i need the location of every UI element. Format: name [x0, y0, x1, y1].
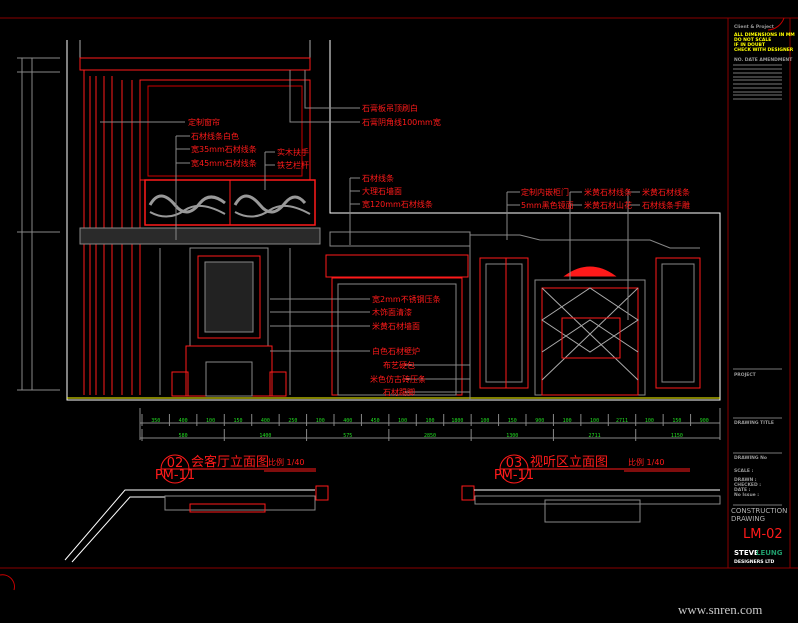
note: IF IN DOUBT	[734, 42, 766, 48]
plan-section-left	[64, 485, 329, 563]
label: 定制内嵌柜门	[521, 187, 569, 197]
elevation-title-02: 02 PM-11 会客厅立面图 比例 1/40	[155, 454, 316, 484]
label: 宽2mm不锈钢压条	[372, 294, 441, 304]
label: 大理石墙面	[362, 186, 402, 196]
label: 5mm黑色镜面	[521, 200, 574, 210]
drawing-title-label: DRAWING TITLE	[734, 420, 774, 426]
label: 米黄石材线条	[642, 187, 690, 197]
project-label: PROJECT	[734, 372, 757, 378]
label: 实木扶手	[277, 147, 309, 157]
dimension-value: 1400	[259, 433, 271, 439]
middle-elevation	[325, 231, 471, 400]
label: 石材线条手雕	[642, 200, 690, 210]
revision-header: NO. DATE AMENDMENT	[734, 57, 793, 63]
brand-logo-b: LEUNG	[756, 549, 783, 557]
label-curtain: 定制窗帘	[188, 117, 220, 127]
sheet-number: LM-02	[743, 527, 783, 542]
date-label: DATE :	[734, 487, 751, 493]
watermark: www.snren.com	[678, 602, 762, 617]
elevation-ref: PM-11	[155, 468, 195, 483]
label: 宽45mm石材线条	[191, 158, 257, 168]
dimension-value: 1800	[451, 418, 463, 424]
right-elevation	[470, 234, 701, 396]
dimension-value: 400	[261, 418, 270, 424]
label: 石材线条	[362, 173, 394, 183]
label: 宽120mm石材线条	[362, 199, 433, 209]
dimension-value: 2850	[424, 433, 436, 439]
drawn-label: DRAWN :	[734, 477, 757, 483]
checked-label: CHECKED :	[734, 482, 761, 488]
dimension-value: 150	[672, 418, 681, 424]
dimension-value: 900	[535, 418, 544, 424]
dimension-row-2: 580 1400 575 2850 1300 2711 1150	[141, 429, 683, 441]
dimension-value: 575	[343, 433, 352, 439]
plan-section-right	[461, 485, 721, 523]
dimension-lines	[139, 408, 721, 440]
dimension-value: 250	[288, 418, 297, 424]
dimension-value: 100	[645, 418, 654, 424]
title-block: Client & Project ALL DIMENSIONS IN MM DO…	[733, 24, 795, 565]
label: 石材踢脚	[383, 387, 415, 397]
dimension-value: 100	[425, 418, 434, 424]
elevation-title: 视听区立面图	[530, 455, 608, 470]
label: 米黄石材墙面	[372, 321, 420, 331]
elevation-ref: PM-11	[494, 468, 534, 483]
label: 布艺硬包	[383, 360, 415, 370]
label: 米色仿古砖压条	[370, 374, 426, 384]
label: 米黄石材线条	[584, 187, 632, 197]
issue-label: No Issue :	[734, 492, 759, 498]
drawing-status-label: CONSTRUCTION DRAWING	[731, 507, 788, 523]
dimension-value: 100	[590, 418, 599, 424]
elevation-number: 02	[167, 456, 184, 471]
note: CHECK WITH DESIGNER	[734, 47, 794, 53]
dimension-value: 100	[206, 418, 215, 424]
elevation-title-03: 03 PM-11 视听区立面图 比例 1/40	[494, 454, 690, 484]
label: 石膏板吊顶刷白	[362, 103, 418, 113]
dimension-value: 150	[508, 418, 517, 424]
left-dimensions	[17, 57, 60, 391]
dimension-value: 1150	[671, 433, 683, 439]
dimension-value: 100	[316, 418, 325, 424]
note: DO NOT SCALE	[734, 37, 771, 43]
dimension-value: 100	[480, 418, 489, 424]
dimension-value: 100	[398, 418, 407, 424]
brand-logo-a: STEVE	[734, 549, 759, 557]
label: 石材线条白色	[191, 131, 239, 141]
label: 铁艺栏杆	[277, 160, 309, 170]
dimension-value: 450	[371, 418, 380, 424]
elevation-scale: 比例 1/40	[268, 457, 305, 467]
dimension-value: 1300	[506, 433, 518, 439]
dimension-value: 2711	[616, 418, 628, 424]
client-project: Client & Project	[734, 24, 775, 30]
wall-outline	[66, 40, 721, 401]
dimension-value: 400	[179, 418, 188, 424]
railing	[144, 179, 316, 226]
dimension-value: 900	[700, 418, 709, 424]
label: 石膏阴角线100mm宽	[362, 117, 441, 127]
label: 白色石材壁炉	[372, 346, 420, 356]
dimension-value: 100	[563, 418, 572, 424]
drawing-no-label: DRAWING No	[734, 455, 767, 461]
label: 宽35mm石材线条	[191, 144, 257, 154]
dimension-value: 400	[343, 418, 352, 424]
fireplace	[159, 247, 291, 397]
curtain	[79, 57, 311, 395]
dimension-value: 2711	[589, 433, 601, 439]
dimension-value: 580	[179, 433, 188, 439]
dimension-value: 150	[233, 418, 242, 424]
elevation-title: 会客厅立面图	[191, 454, 269, 470]
elevation-number: 03	[506, 456, 523, 471]
annotation-labels: 定制窗帘 石材线条白色 宽35mm石材线条 宽45mm石材线条 实木扶手 铁艺栏…	[188, 103, 690, 397]
dimension-value: 350	[151, 418, 160, 424]
label: 木饰面清漆	[372, 307, 412, 317]
dimension-row-1: 350 400 100 150 400 250 100 400 450 100 100 1800 100…	[141, 414, 709, 426]
brand-sub: DESIGNERS LTD	[734, 559, 774, 565]
elevation-scale: 比例 1/40	[628, 457, 665, 467]
beam-band	[79, 227, 321, 245]
note: ALL DIMENSIONS IN MM	[734, 32, 795, 38]
leader-lines	[100, 70, 640, 393]
label: 米黄石材山花	[584, 200, 632, 210]
sheet-frame	[0, 17, 798, 591]
scale-label: SCALE :	[734, 468, 754, 474]
